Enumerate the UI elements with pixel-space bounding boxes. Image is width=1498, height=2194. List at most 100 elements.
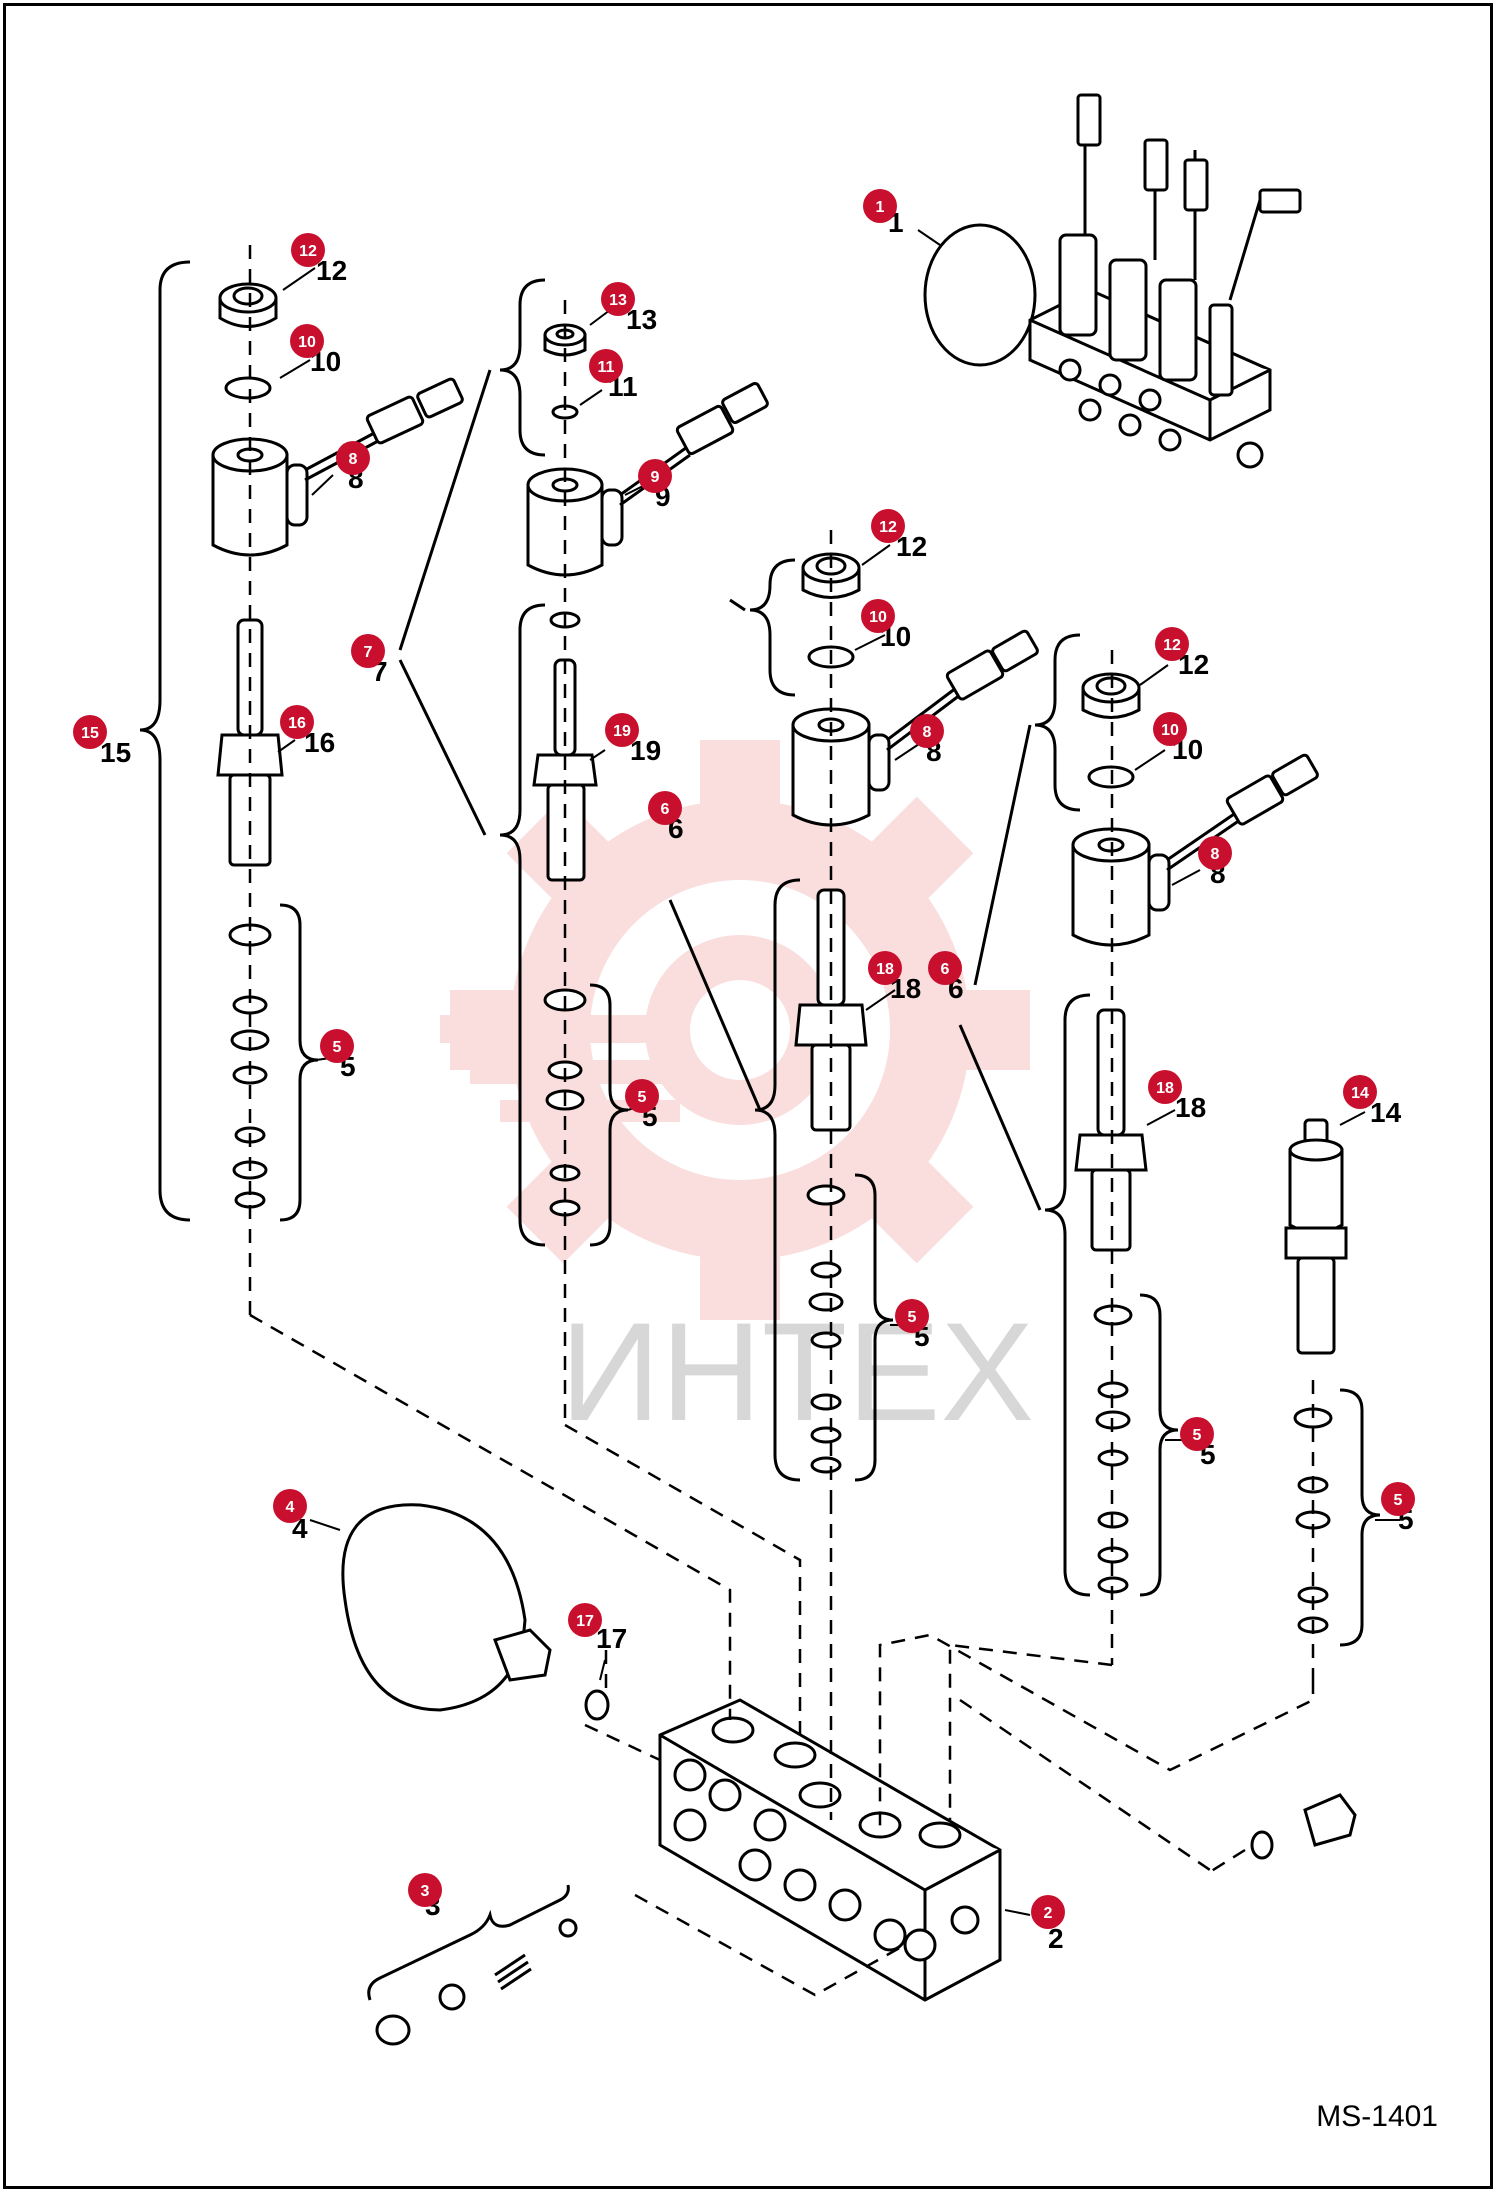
badge-circle	[589, 349, 623, 383]
badge-circle	[861, 599, 895, 633]
watermark-text: ИНТЕХ	[560, 1293, 1034, 1450]
badge-circle	[601, 282, 635, 316]
column-3-brackets	[668, 558, 894, 1482]
badge-label: 2	[1044, 1905, 1053, 1922]
badge-circle	[648, 791, 682, 825]
badge-label: 5	[1193, 1427, 1202, 1444]
callout-badges: 1234555556678889101010111212121314151617…	[73, 189, 1415, 1929]
callout-badge-8: 8	[910, 714, 944, 748]
callout-badge-6: 6	[648, 791, 682, 825]
badge-label: 9	[651, 469, 660, 486]
check-valve-parts	[375, 1918, 578, 2046]
callout-badge-18: 18	[868, 951, 902, 985]
callout-badge-11: 11	[589, 349, 623, 383]
badge-circle	[273, 1489, 307, 1523]
badge-circle	[1031, 1895, 1065, 1929]
badge-circle	[1180, 1417, 1214, 1451]
badge-circle	[1153, 712, 1187, 746]
callout-badge-19: 19	[605, 713, 639, 747]
badge-label: 18	[876, 961, 894, 978]
badge-circle	[1155, 627, 1189, 661]
badge-circle	[910, 714, 944, 748]
badge-circle	[1198, 836, 1232, 870]
badge-label: 17	[576, 1613, 594, 1630]
badge-label: 10	[869, 609, 887, 626]
badge-label: 12	[1163, 637, 1181, 654]
callout-badge-17: 17	[568, 1603, 602, 1637]
badge-label: 8	[1211, 846, 1220, 863]
column-5-brackets	[1339, 1388, 1381, 1647]
badge-circle	[290, 324, 324, 358]
badge-circle	[863, 189, 897, 223]
assembly-dashed-lines	[248, 245, 1315, 1997]
callout-badge-13: 13	[601, 282, 635, 316]
badge-label: 1	[876, 199, 885, 216]
badge-label: 15	[81, 725, 99, 742]
badge-label: 5	[908, 1309, 917, 1326]
callout-badge-12: 12	[1155, 627, 1189, 661]
badge-circle	[336, 441, 370, 475]
drawing-code: MS-1401	[1316, 2100, 1438, 2133]
badge-label: 8	[923, 724, 932, 741]
callout-badge-14: 14	[1343, 1075, 1377, 1109]
callout-number-14: 14	[1370, 1097, 1402, 1128]
badge-label: 5	[1394, 1492, 1403, 1509]
callout-badge-8: 8	[1198, 836, 1232, 870]
callout-badge-3: 3	[408, 1873, 442, 1907]
badge-circle	[928, 951, 962, 985]
column-2-brackets	[398, 278, 629, 1247]
watermark-logo	[440, 740, 1030, 1320]
callout-badge-8: 8	[336, 441, 370, 475]
column-5-parts	[1284, 1118, 1348, 1634]
callout-badge-7: 7	[351, 634, 385, 668]
badge-circle	[871, 509, 905, 543]
valve-assembly-complete	[923, 93, 1302, 469]
callout-badge-9: 9	[638, 459, 672, 493]
badge-label: 10	[298, 334, 316, 351]
badge-circle	[320, 1029, 354, 1063]
callout-badge-5: 5	[1180, 1417, 1214, 1451]
badge-circle	[291, 233, 325, 267]
badge-label: 12	[879, 519, 897, 536]
badge-label: 8	[349, 451, 358, 468]
check-valve-bracket	[367, 1884, 570, 2001]
badge-circle	[73, 715, 107, 749]
badge-circle	[1148, 1070, 1182, 1104]
diagram-border	[3, 3, 1493, 2189]
callout-badge-5: 5	[895, 1299, 929, 1333]
badge-label: 7	[364, 644, 373, 661]
callout-badge-10: 10	[861, 599, 895, 633]
callout-badge-1: 1	[863, 189, 897, 223]
badge-circle	[605, 713, 639, 747]
badge-circle	[280, 705, 314, 739]
column-1-parts	[211, 282, 464, 1209]
callout-badge-2: 2	[1031, 1895, 1065, 1929]
badge-circle	[638, 459, 672, 493]
callout-badge-4: 4	[273, 1489, 307, 1523]
badge-circle	[625, 1079, 659, 1113]
badge-circle	[895, 1299, 929, 1333]
badge-label: 10	[1161, 722, 1179, 739]
accumulator	[341, 1503, 610, 1721]
badge-circle	[408, 1873, 442, 1907]
callout-badge-10: 10	[290, 324, 324, 358]
badge-label: 5	[638, 1089, 647, 1106]
port-plug	[1250, 1793, 1357, 1860]
badge-circle	[1381, 1482, 1415, 1516]
callout-badge-18: 18	[1148, 1070, 1182, 1104]
badge-label: 14	[1351, 1085, 1369, 1102]
callout-badge-5: 5	[625, 1079, 659, 1113]
column-4-brackets	[958, 633, 1179, 1597]
badge-label: 13	[609, 292, 627, 309]
callout-number-17: 17	[596, 1623, 627, 1654]
badge-label: 5	[333, 1039, 342, 1056]
callout-badge-6: 6	[928, 951, 962, 985]
badge-label: 4	[286, 1499, 295, 1516]
badge-label: 6	[941, 961, 950, 978]
callout-number-18: 18	[1175, 1092, 1206, 1123]
badge-label: 3	[421, 1883, 430, 1900]
badge-label: 11	[598, 359, 615, 376]
badge-circle	[868, 951, 902, 985]
